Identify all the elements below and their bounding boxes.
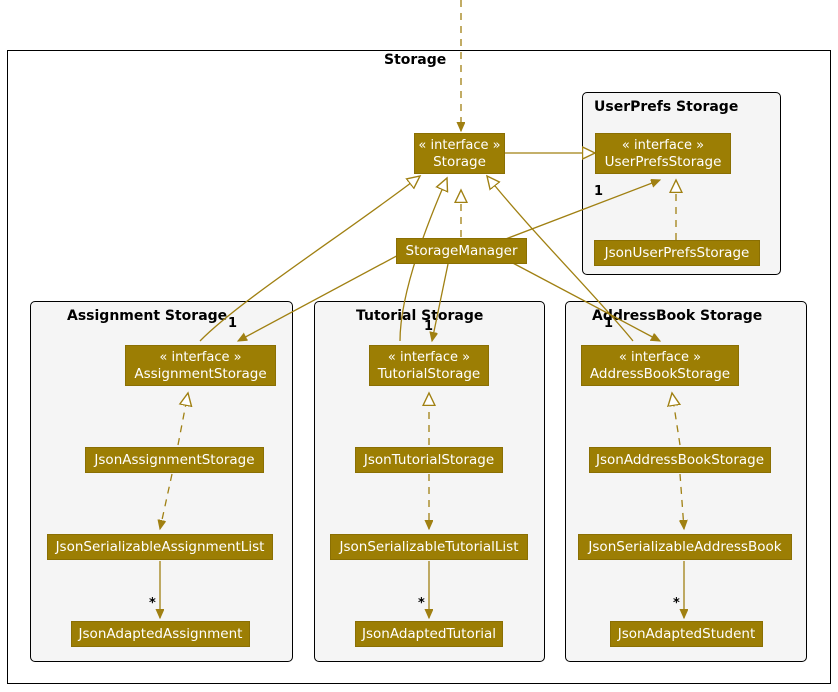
- multiplicity-userprefs: 1: [594, 184, 604, 199]
- package-tutorial-storage-title: Tutorial Storage: [356, 308, 484, 324]
- class-name-label: StorageManager: [405, 242, 518, 259]
- class-name-label: JsonSerializableAddressBook: [588, 538, 782, 555]
- stereotype-label: « interface »: [159, 349, 242, 365]
- stereotype-label: « interface »: [418, 137, 501, 153]
- stereotype-label: « interface »: [387, 349, 471, 365]
- multiplicity-tutorial: 1: [424, 319, 434, 334]
- class-storagemanager[interactable]: StorageManager: [396, 238, 527, 264]
- class-name-label: JsonTutorialStorage: [363, 451, 495, 468]
- class-storage-interface[interactable]: « interface » Storage: [414, 133, 505, 174]
- package-addressbook-storage-title: AddressBook Storage: [592, 308, 763, 324]
- class-jsonadaptedtutorial[interactable]: JsonAdaptedTutorial: [355, 621, 503, 647]
- class-jsonadaptedstudent[interactable]: JsonAdaptedStudent: [610, 621, 763, 647]
- multiplicity-addressbook-students: *: [673, 596, 680, 611]
- class-jsonserializableaddressbook[interactable]: JsonSerializableAddressBook: [578, 534, 792, 560]
- class-jsonadaptedassignment[interactable]: JsonAdaptedAssignment: [71, 621, 250, 647]
- class-addressbookstorage-interface[interactable]: « interface » AddressBookStorage: [581, 345, 739, 386]
- class-name-label: JsonAdaptedTutorial: [361, 625, 497, 642]
- multiplicity-addressbook: 1: [604, 316, 614, 331]
- class-name-label: TutorialStorage: [377, 365, 481, 382]
- class-jsonserializabletutoriallist[interactable]: JsonSerializableTutorialList: [330, 534, 528, 560]
- class-name-label: Storage: [433, 153, 486, 170]
- class-jsonassignmentstorage[interactable]: JsonAssignmentStorage: [85, 447, 264, 473]
- package-assignment-storage-title: Assignment Storage: [67, 308, 228, 324]
- class-userprefsstorage-interface[interactable]: « interface » UserPrefsStorage: [595, 133, 731, 174]
- package-userprefs-storage-title: UserPrefs Storage: [594, 99, 739, 115]
- class-name-label: JsonAssignmentStorage: [94, 451, 255, 468]
- class-name-label: JsonAdaptedStudent: [617, 625, 756, 642]
- stereotype-label: « interface »: [621, 137, 705, 153]
- class-name-label: JsonAdaptedAssignment: [78, 625, 243, 642]
- class-jsontutorialstorage[interactable]: JsonTutorialStorage: [355, 447, 503, 473]
- class-assignmentstorage-interface[interactable]: « interface » AssignmentStorage: [125, 345, 276, 386]
- class-name-label: JsonSerializableAssignmentList: [55, 538, 265, 555]
- multiplicity-assignment: 1: [228, 316, 238, 331]
- stereotype-label: « interface »: [618, 349, 702, 365]
- multiplicity-assignment-list-items: *: [149, 596, 156, 611]
- class-jsonaddressbookstorage[interactable]: JsonAddressBookStorage: [589, 447, 771, 473]
- class-name-label: JsonUserPrefsStorage: [604, 244, 750, 261]
- package-storage-title: Storage: [384, 52, 447, 68]
- multiplicity-tutorial-list-items: *: [418, 596, 425, 611]
- class-name-label: AddressBookStorage: [589, 365, 731, 382]
- class-name-label: JsonAddressBookStorage: [596, 451, 765, 468]
- class-name-label: JsonSerializableTutorialList: [339, 538, 519, 555]
- class-jsonserializableassignmentlist[interactable]: JsonSerializableAssignmentList: [47, 534, 273, 560]
- class-tutorialstorage-interface[interactable]: « interface » TutorialStorage: [369, 345, 489, 386]
- class-name-label: AssignmentStorage: [134, 365, 267, 382]
- class-name-label: UserPrefsStorage: [604, 153, 722, 170]
- class-jsonuserprefsstorage[interactable]: JsonUserPrefsStorage: [594, 240, 760, 266]
